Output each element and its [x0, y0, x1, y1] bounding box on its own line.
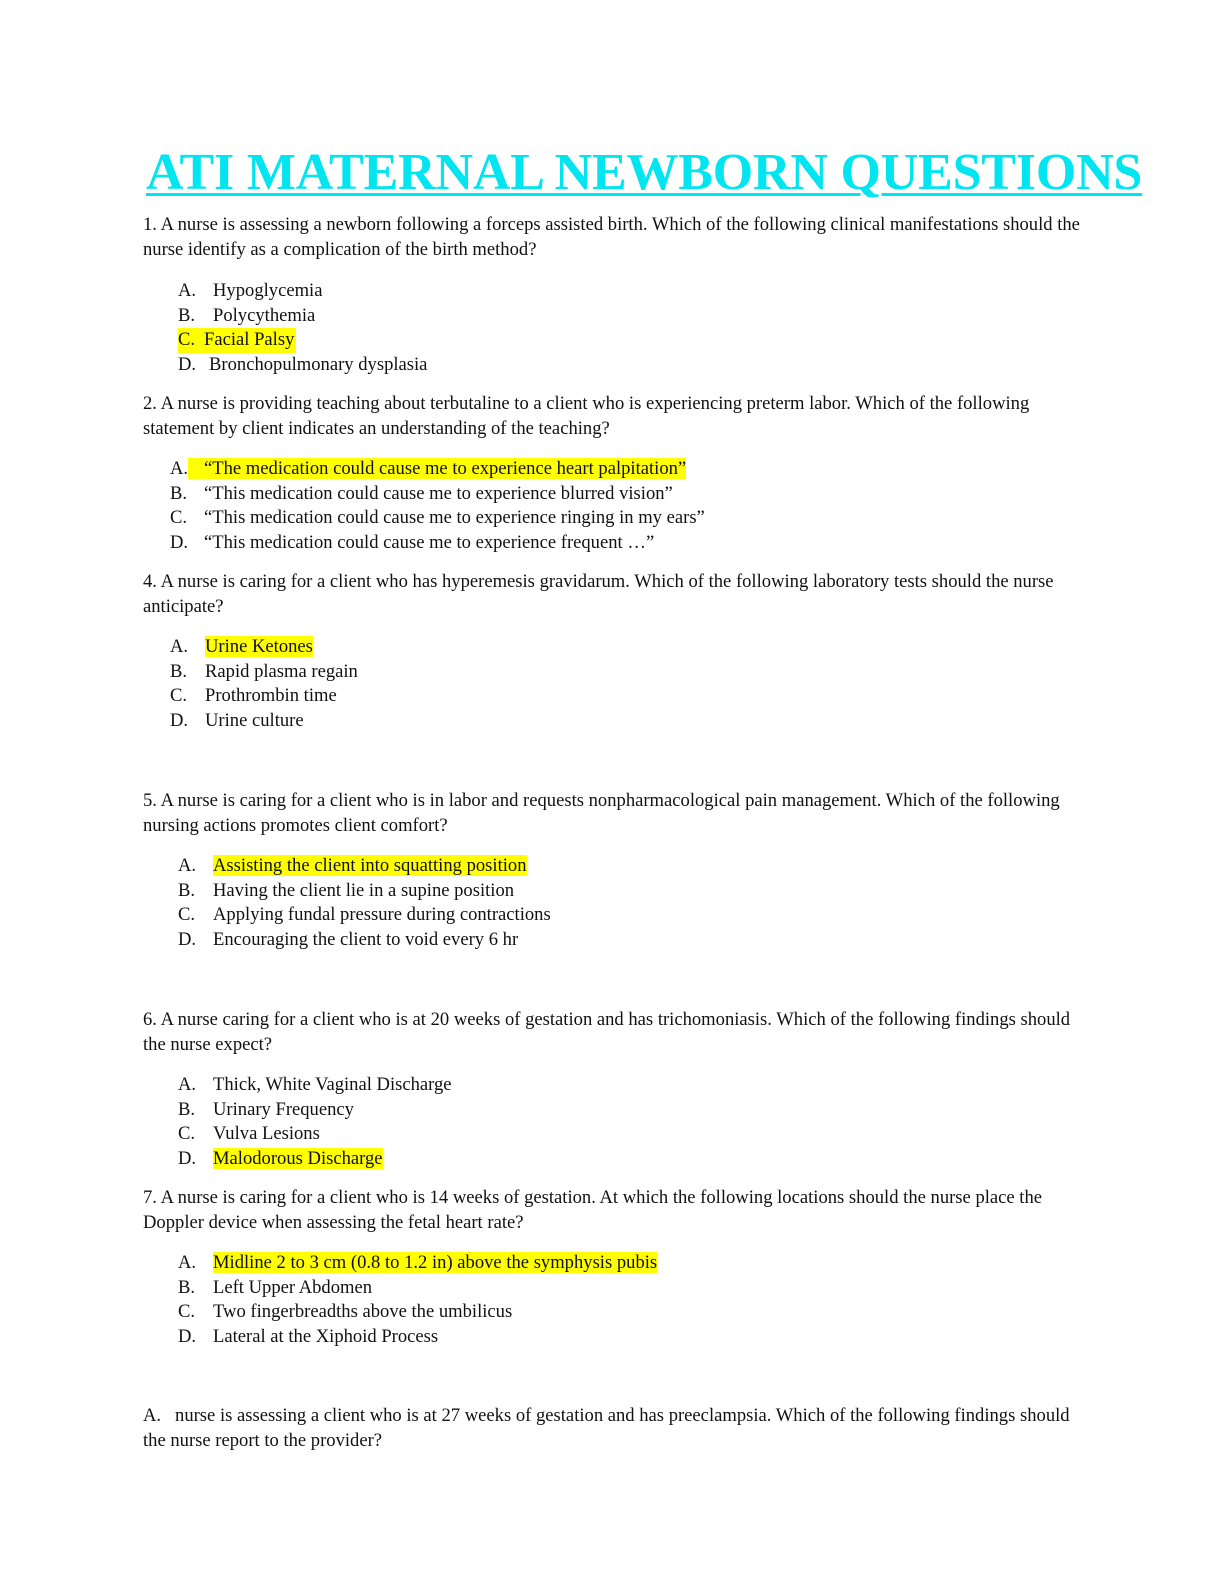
option-text: “This medication could cause me to exper…	[204, 482, 673, 504]
question-7-options: A. Midline 2 to 3 cm (0.8 to 1.2 in) abov…	[178, 1251, 658, 1350]
option-letter: C.	[178, 329, 196, 351]
option-letter: B.	[178, 1098, 196, 1120]
option-2d: D. “This medication could cause me to exp…	[170, 531, 705, 556]
option-6b: B. Urinary Frequency	[178, 1098, 452, 1123]
option-6a: A. Thick, White Vaginal Discharge	[178, 1073, 452, 1098]
option-letter: A.	[178, 1252, 197, 1273]
option-2c: C. “This medication could cause me to exp…	[170, 506, 705, 531]
question-1-text: 1. A nurse is assessing a newborn follow…	[143, 214, 1080, 260]
option-letter: C.	[178, 1123, 196, 1145]
option-6c: C. Vulva Lesions	[178, 1122, 452, 1147]
option-text: Applying fundal pressure during contract…	[213, 904, 551, 926]
option-letter: A.	[170, 636, 189, 657]
option-text: Malodorous Discharge	[213, 1147, 383, 1169]
option-5a-answer: A. Assisting the client into squatting po…	[178, 854, 551, 879]
option-4c: C. Prothrombin time	[170, 684, 358, 709]
option-letter: C.	[178, 904, 196, 926]
option-letter: D.	[170, 531, 189, 553]
question-5-text: 5. A nurse is caring for a client who is…	[143, 790, 1060, 836]
option-text: Hypoglycemia	[213, 280, 323, 301]
option-text: Encouraging the client to void every 6 h…	[213, 928, 519, 950]
option-4d: D. Urine culture	[170, 709, 358, 734]
option-letter: D.	[170, 709, 189, 731]
option-text: Assisting the client into squatting posi…	[213, 855, 527, 876]
option-letter: A.	[178, 855, 197, 876]
option-letter: C.	[170, 507, 188, 529]
option-letter: D.	[178, 353, 197, 375]
document-title: ATI MATERNAL NEWBORN QUESTIONS	[146, 144, 1143, 201]
option-text: Having the client lie in a supine positi…	[213, 879, 515, 901]
option-4b: B. Rapid plasma regain	[170, 660, 358, 685]
option-letter: B.	[178, 304, 196, 326]
option-text: Urine culture	[205, 709, 304, 731]
option-1a: A. Hypoglycemia	[178, 279, 427, 304]
question-2-options: A.“The medication could cause me to expe…	[170, 457, 705, 555]
option-5d: D. Encouraging the client to void every 6…	[178, 928, 551, 953]
option-text: Lateral at the Xiphoid Process	[213, 1325, 439, 1347]
option-7c: C. Two fingerbreadths above the umbilicus	[178, 1300, 657, 1325]
option-1d: D. Bronchopulmonary dysplasia	[178, 353, 427, 378]
option-letter: B.	[178, 879, 196, 901]
option-text: “The medication could cause me to experi…	[188, 458, 687, 479]
option-text: Vulva Lesions	[213, 1123, 320, 1145]
option-5b: B. Having the client lie in a supine posi…	[178, 879, 551, 904]
question-1-options: A. Hypoglycemia B. Polycythemia C. Facial P…	[178, 279, 427, 377]
option-letter: A.	[178, 280, 197, 301]
option-7b: B. Left Upper Abdomen	[178, 1276, 657, 1301]
option-letter: B.	[170, 660, 188, 682]
option-text: Urinary Frequency	[213, 1098, 354, 1120]
option-text: Urine Ketones	[205, 636, 313, 657]
option-1b: B. Polycythemia	[178, 304, 427, 329]
option-4a-answer: A. Urine Ketones	[170, 635, 358, 660]
option-7d: D. Lateral at the Xiphoid Process	[178, 1325, 657, 1350]
option-text: “This medication could cause me to exper…	[204, 507, 705, 529]
option-text: Left Upper Abdomen	[213, 1276, 373, 1298]
option-1c-answer: C. Facial Palsy	[178, 328, 427, 353]
option-text: Prothrombin time	[205, 685, 337, 707]
question-7-text: 7. A nurse is caring for a client who is…	[143, 1187, 1043, 1233]
question-4-text: 4. A nurse is caring for a client who ha…	[143, 571, 1054, 617]
option-text: Thick, White Vaginal Discharge	[213, 1074, 452, 1095]
option-letter: D.	[178, 1325, 197, 1347]
option-letter: A.	[170, 458, 189, 479]
question-6-options: A. Thick, White Vaginal Discharge B. Urina…	[178, 1073, 452, 1171]
option-letter: A.	[178, 1074, 197, 1095]
option-text: Two fingerbreadths above the umbilicus	[213, 1301, 513, 1323]
option-6d-answer: D. Malodorous Discharge	[178, 1147, 452, 1172]
option-2a-answer: A.“The medication could cause me to expe…	[170, 457, 705, 482]
option-text: Polycythemia	[213, 304, 316, 326]
question-2-text: 2. A nurse is providing teaching about t…	[143, 393, 1030, 439]
question-4-options: A. Urine Ketones B. Rapid plasma regain C.…	[170, 635, 358, 733]
option-text: Bronchopulmonary dysplasia	[209, 353, 428, 375]
option-letter: C.	[170, 685, 188, 707]
option-letter: D.	[178, 928, 197, 950]
question-6-text: 6. A nurse caring for a client who is at…	[143, 1009, 1071, 1055]
option-text: Facial Palsy	[204, 329, 295, 351]
option-text: “This medication could cause me to exper…	[204, 531, 655, 553]
option-letter: C.	[178, 1301, 196, 1323]
option-text: Midline 2 to 3 cm (0.8 to 1.2 in) above …	[213, 1252, 658, 1273]
option-2b: B. “This medication could cause me to exp…	[170, 482, 705, 507]
option-letter: B.	[170, 482, 188, 504]
option-5c: C. Applying fundal pressure during contra…	[178, 903, 551, 928]
question-5-options: A. Assisting the client into squatting po…	[178, 854, 551, 952]
option-letter: B.	[178, 1276, 196, 1298]
question-8-text: A. nurse is assessing a client who is at…	[143, 1405, 1075, 1451]
option-letter: D.	[178, 1147, 197, 1169]
option-7a-answer: A. Midline 2 to 3 cm (0.8 to 1.2 in) abov…	[178, 1251, 658, 1276]
option-text: Rapid plasma regain	[205, 660, 358, 682]
